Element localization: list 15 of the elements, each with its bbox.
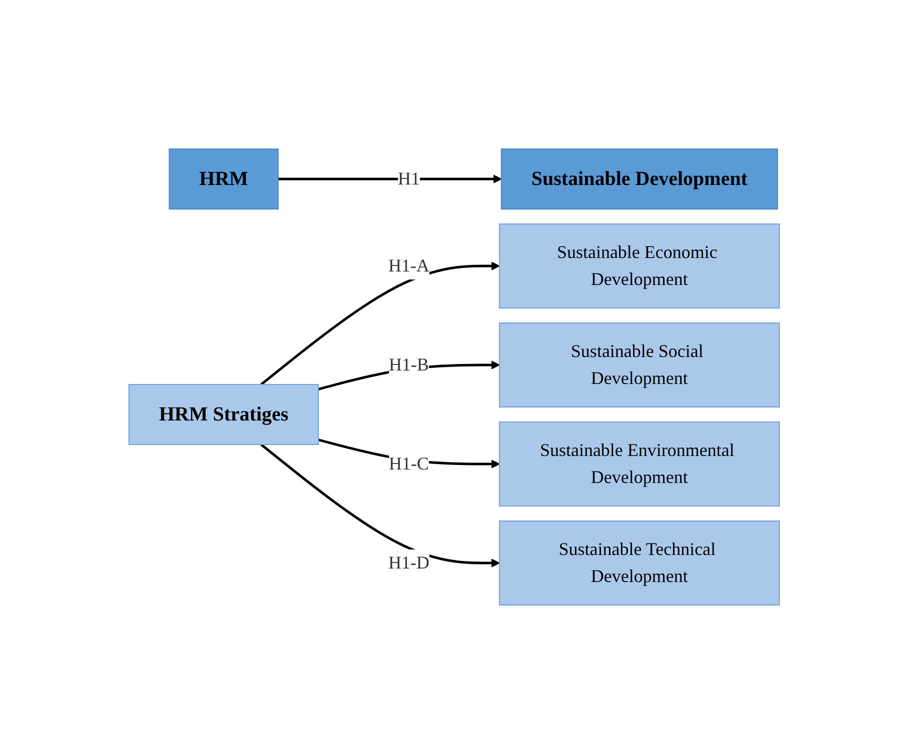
node-box: Sustainable Social Development [499, 322, 780, 408]
edge-label: H1-C [389, 454, 430, 474]
node-box: Sustainable Technical Development [499, 520, 780, 606]
edge-label: H1 [398, 168, 420, 188]
arrow [260, 262, 500, 386]
edge-label: H1-A [388, 256, 430, 276]
node-box: HRM [169, 148, 279, 210]
arrow [278, 174, 502, 184]
edge-label: H1-B [389, 354, 430, 374]
node-box: Sustainable Development [501, 148, 778, 210]
node-box: Sustainable Environmental Development [499, 422, 780, 506]
node-box: Sustainable Economic Development [499, 224, 780, 308]
edge-label: H1-D [388, 552, 430, 572]
arrow [260, 444, 500, 568]
node-box: HRM Stratiges [128, 384, 320, 445]
